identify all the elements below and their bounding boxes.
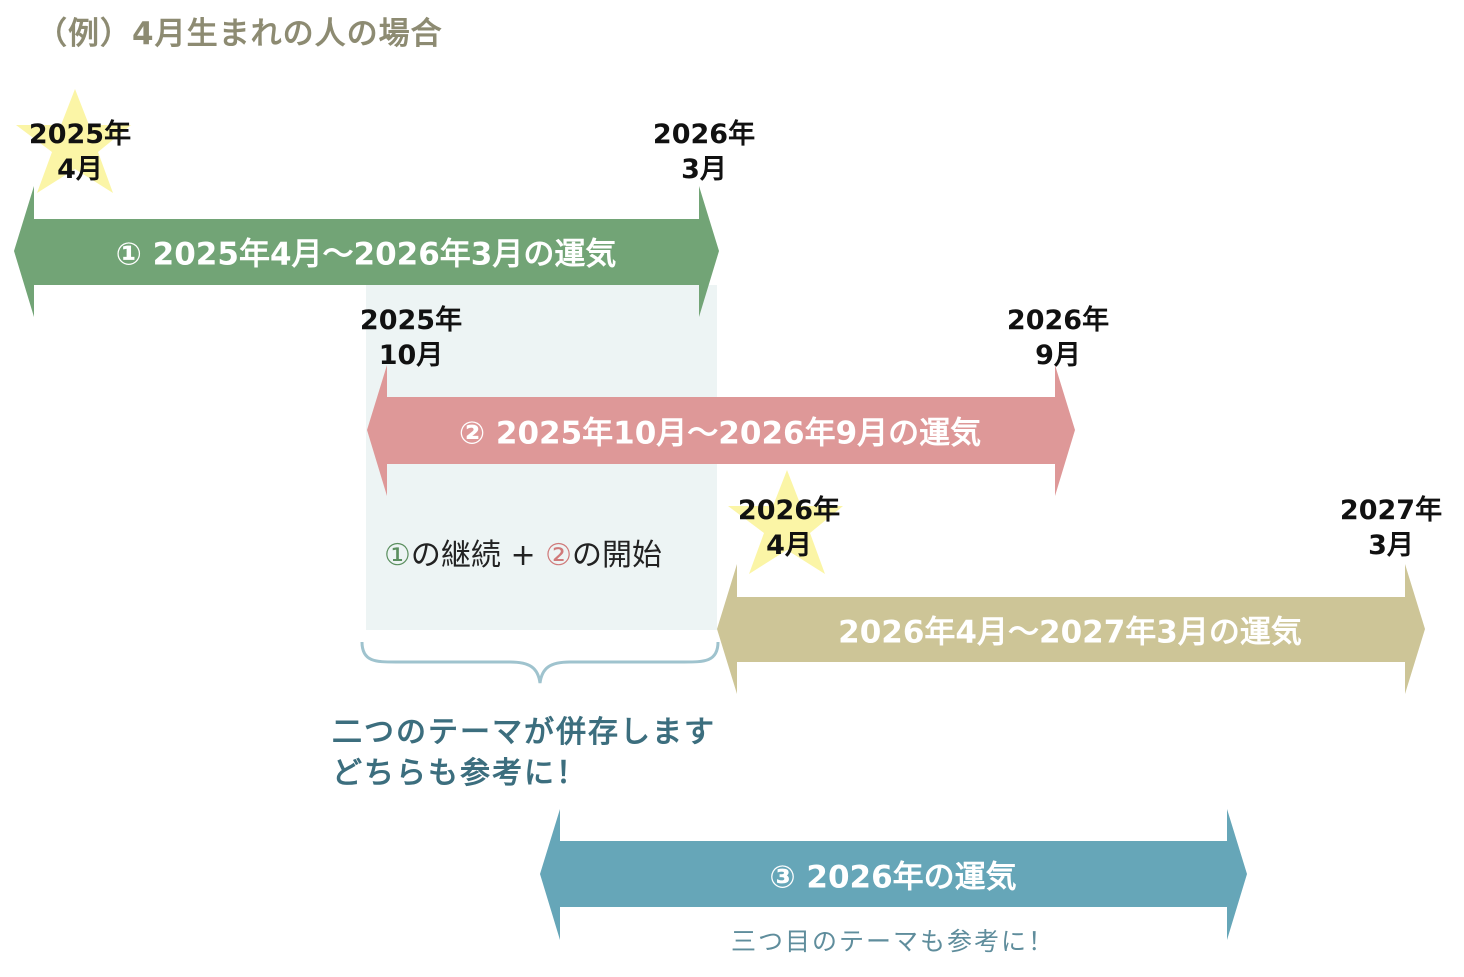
month-text: 3月 bbox=[681, 154, 727, 185]
date-2026-09-label: 2026年 9月 bbox=[1007, 303, 1109, 373]
star-icon bbox=[16, 89, 131, 193]
start-text: の開始 bbox=[572, 538, 663, 573]
circle-1-marker: ① bbox=[384, 538, 411, 573]
arrow-3-label: 2026年4月～2027年3月の運気 bbox=[838, 614, 1302, 651]
overlap-caption: ①の継続 + ②の開始 bbox=[384, 530, 662, 574]
month-text: 10月 bbox=[378, 340, 444, 371]
month-text: 4月 bbox=[57, 154, 103, 185]
arrow-2 bbox=[367, 365, 1075, 496]
year-text: 2026年 bbox=[652, 119, 756, 150]
note-line-1: 二つのテーマが併存します bbox=[332, 715, 716, 750]
year-text: 2025年 bbox=[359, 305, 463, 336]
star-icon bbox=[728, 470, 843, 574]
arrow-4-label: ③ 2026年の運気 bbox=[769, 859, 1017, 896]
arrow-2-label: ② 2025年10月～2026年9月の運気 bbox=[458, 415, 982, 452]
month-text: 3月 bbox=[1368, 530, 1414, 561]
circle-2-marker: ② bbox=[545, 538, 573, 573]
date-2025-04-label: 2025年 4月 bbox=[29, 117, 131, 187]
date-2026-04-label: 2026年 4月 bbox=[738, 493, 840, 563]
arrow-4 bbox=[540, 809, 1247, 940]
year-text: 2026年 bbox=[1006, 305, 1110, 336]
plus-sign: + bbox=[500, 538, 546, 573]
date-2026-03-label: 2026年 3月 bbox=[653, 117, 755, 187]
date-2025-10-label: 2025年 10月 bbox=[360, 303, 462, 373]
year-text: 2027年 bbox=[1339, 495, 1443, 526]
year-text: 2025年 bbox=[28, 119, 132, 150]
continuation-text: の継続 bbox=[410, 538, 501, 573]
brace bbox=[360, 641, 720, 684]
third-theme-note: 三つ目のテーマも参考に！ bbox=[730, 927, 1056, 956]
arrow-1 bbox=[14, 186, 719, 317]
page-title: （例）4月生まれの人の場合 bbox=[36, 16, 443, 52]
note-line-2: どちらも参考に！ bbox=[332, 756, 588, 791]
coexist-note: 二つのテーマが併存します どちらも参考に！ bbox=[332, 712, 716, 794]
month-text: 4月 bbox=[766, 530, 812, 561]
arrow-1-label: ① 2025年4月～2026年3月の運気 bbox=[115, 236, 617, 273]
year-text: 2026年 bbox=[737, 495, 841, 526]
date-2027-03-label: 2027年 3月 bbox=[1340, 493, 1442, 563]
month-text: 9月 bbox=[1035, 340, 1081, 371]
arrow-3 bbox=[717, 564, 1425, 694]
